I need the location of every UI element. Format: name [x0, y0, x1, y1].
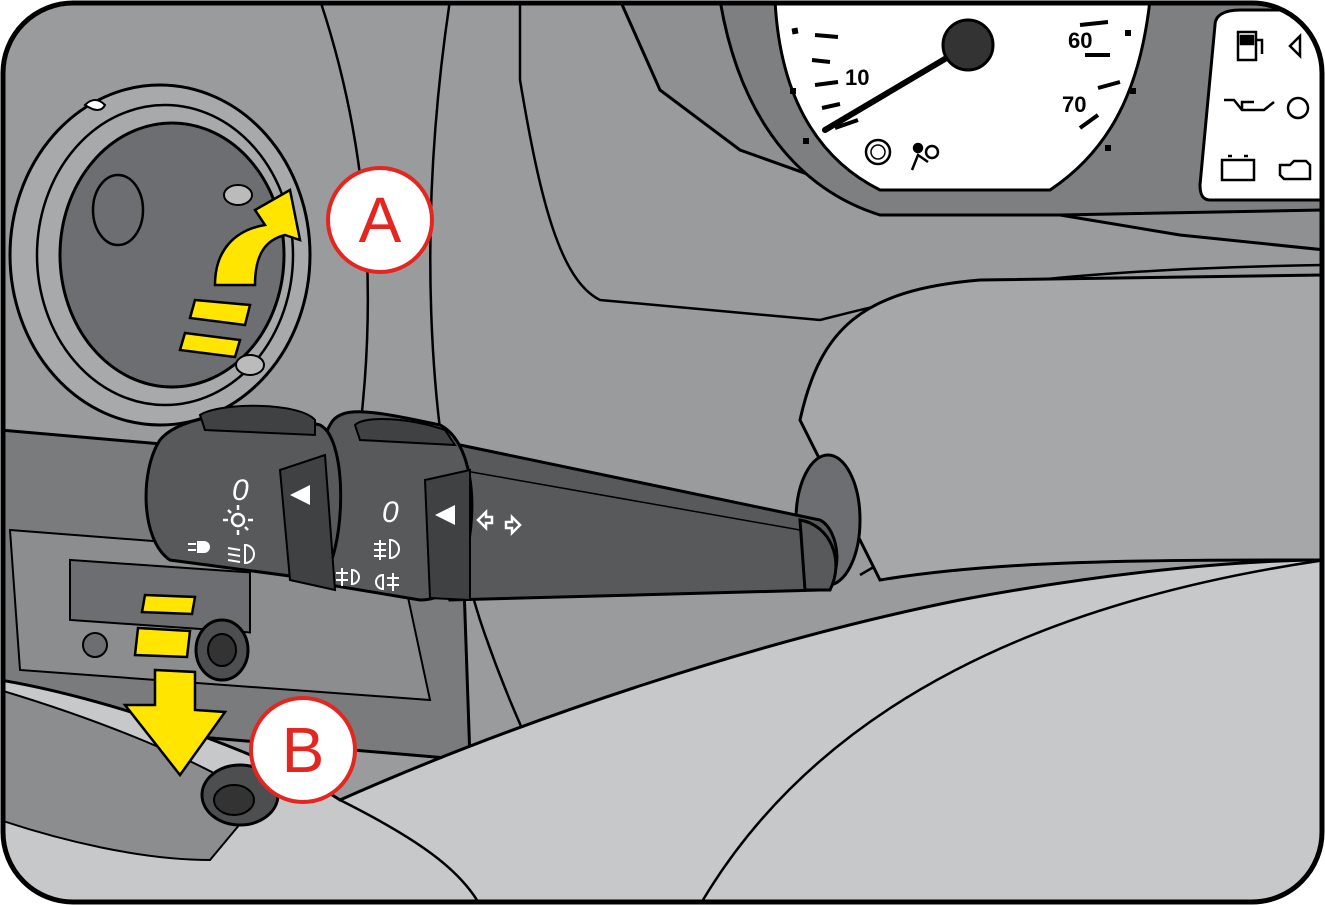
- turn-signal-icon: [1288, 32, 1302, 60]
- speed-label-70: 70: [1062, 92, 1086, 117]
- front-fog-small-icon: [336, 568, 360, 586]
- warning-indicator-lamp: [1286, 96, 1310, 120]
- engine-icon: [1278, 159, 1312, 181]
- lower-dash-trim: [3, 558, 1322, 902]
- light-switch-recess: [8, 83, 312, 427]
- arrow-a-push-up: [178, 188, 302, 359]
- callout-b-label: B: [282, 714, 325, 786]
- speedometer-outer-ticks: [790, 27, 1136, 151]
- callout-a: A: [326, 166, 434, 274]
- steering-column-shroud: [798, 273, 1322, 582]
- fuel-icon: [1236, 30, 1264, 62]
- front-fog-icon: [374, 538, 400, 560]
- fog-ring-pointer: [435, 505, 455, 525]
- battery-icon: [1220, 154, 1256, 182]
- light-ring-off-label: 0: [232, 474, 249, 507]
- speedometer-ticks: [811, 20, 1121, 130]
- fog-ring-off-label: 0: [382, 496, 399, 529]
- abs-icon: [864, 138, 892, 166]
- sidelight-icon: [223, 505, 253, 535]
- parking-light-icon: [188, 541, 210, 553]
- oil-pressure-icon: [1224, 98, 1275, 112]
- arrow-b-push-down: [122, 593, 228, 778]
- rear-fog-icon: [375, 573, 399, 591]
- speedometer-needle: [822, 47, 963, 133]
- light-ring-pointer: [290, 485, 310, 505]
- speed-label-10: 10: [845, 65, 869, 90]
- indicator-arrows-icon: [476, 508, 522, 537]
- airbag-icon: [910, 142, 940, 171]
- needle-hub: [941, 18, 995, 72]
- lighting-stalk: 0 0: [144, 404, 839, 602]
- speedometer: 10 60 70: [718, 3, 1322, 217]
- dashboard-contour-3: [518, 3, 1322, 322]
- callout-a-label: A: [359, 184, 402, 256]
- warning-light-panel: [1198, 8, 1322, 202]
- speed-label-60: 60: [1068, 28, 1092, 53]
- lower-dash-contour: [339, 798, 482, 902]
- dipped-beam-icon: [227, 543, 255, 565]
- callout-b: B: [249, 696, 357, 804]
- lower-dash-contour-2: [698, 558, 1322, 902]
